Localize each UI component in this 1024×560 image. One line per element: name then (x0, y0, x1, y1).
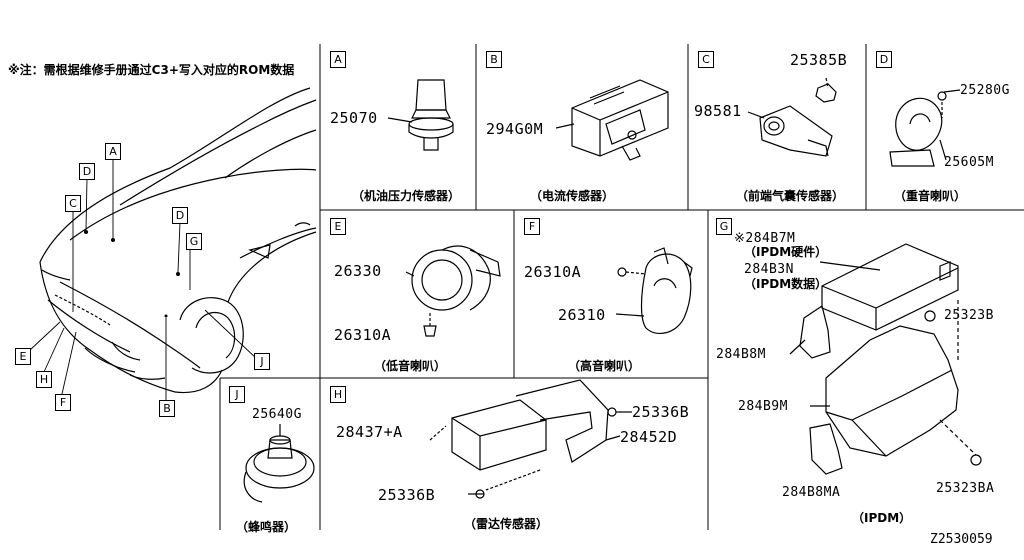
caption-low-horn: （低音喇叭） (374, 359, 447, 373)
panel-label-f: F (524, 218, 540, 235)
caption-radar-sensor: （雷达传感器） (464, 517, 549, 531)
panel-label-h: H (330, 386, 346, 403)
car-callout-leaders (29, 160, 259, 400)
label-ipdm-data: （IPDM数据） (744, 277, 828, 291)
panel-label-a: A (330, 51, 346, 68)
part-number-284b7m: ※284B7M (734, 231, 796, 246)
part-number-25385b: 25385B (790, 51, 848, 69)
part-number-26330: 26330 (334, 262, 382, 280)
panel-label-b: B (486, 51, 502, 68)
part-number-25336b-top: 25336B (632, 403, 690, 421)
panel-label-e: E (330, 218, 346, 235)
part-number-284b8m: 284B8M (716, 347, 766, 362)
car-callout-dots (84, 230, 180, 318)
part-number-25323b: 25323B (944, 308, 994, 323)
part-number-28437a: 28437+A (336, 423, 403, 441)
panel-label-j: J (229, 386, 245, 403)
ipdm-drawing (789, 243, 982, 475)
caption-high-horn: （高音喇叭） (568, 359, 641, 373)
car-callout-f: F (55, 394, 71, 411)
panel-grid (219, 44, 1024, 530)
caption-current-sensor: （电流传感器） (530, 189, 615, 203)
car-callout-e: E (15, 348, 31, 365)
radar-sensor-drawing (429, 379, 632, 499)
car-callout-a: A (105, 143, 121, 160)
caption-front-airbag-sensor: （前端气囊传感器） (736, 189, 845, 203)
car-outline-drawing (39, 87, 317, 394)
part-number-25336b-bottom: 25336B (378, 486, 436, 504)
part-number-28452d: 28452D (620, 428, 678, 446)
part-number-25070: 25070 (330, 109, 378, 127)
high-horn-drawing (615, 247, 693, 335)
part-number-26310: 26310 (558, 306, 606, 324)
part-number-98581: 98581 (694, 102, 742, 120)
low-horn-drawing (405, 245, 501, 337)
part-number-25640g: 25640G (252, 407, 302, 422)
part-number-26310a-low: 26310A (334, 326, 392, 344)
panel-label-g: G (716, 218, 732, 235)
part-number-25323ba: 25323BA (936, 481, 995, 496)
heavy-horn-drawing (889, 89, 961, 167)
part-number-25605m: 25605M (944, 155, 994, 170)
part-number-26310a-high: 26310A (524, 263, 582, 281)
caption-heavy-horn: （重音喇叭） (894, 189, 967, 203)
part-number-284b9m: 284B9M (738, 399, 788, 414)
label-ipdm-hardware: （IPDM硬件） (744, 245, 828, 259)
car-callout-g: G (186, 233, 202, 250)
current-sensor-drawing (555, 79, 669, 161)
car-callout-j: J (254, 353, 270, 370)
diagram-reference-code: Z2530059 (930, 532, 993, 547)
part-number-284b8ma: 284B8MA (782, 485, 841, 500)
caption-oil-pressure-sensor: （机油压力传感器） (352, 189, 461, 203)
caption-ipdm: （IPDM） (852, 511, 912, 525)
buzzer-drawing (243, 424, 315, 503)
panel-label-d: D (876, 51, 892, 68)
oil-pressure-sensor-drawing (387, 79, 454, 151)
panel-label-c: C (698, 51, 714, 68)
part-number-25280g: 25280G (960, 83, 1010, 98)
rom-data-note: ※注：需根据维修手册通过C3+写入对应的ROM数据 (8, 63, 295, 77)
car-callout-d-right: D (172, 207, 188, 224)
part-number-284b3n: 284B3N (744, 262, 794, 277)
car-callout-d-left: D (79, 163, 95, 180)
caption-buzzer: （蜂鸣器） (236, 520, 297, 534)
part-number-294g0m: 294G0M (486, 120, 544, 138)
car-callout-b: B (159, 400, 175, 417)
car-callout-c: C (65, 195, 81, 212)
car-callout-h: H (36, 371, 52, 388)
front-airbag-sensor-drawing (747, 77, 837, 157)
